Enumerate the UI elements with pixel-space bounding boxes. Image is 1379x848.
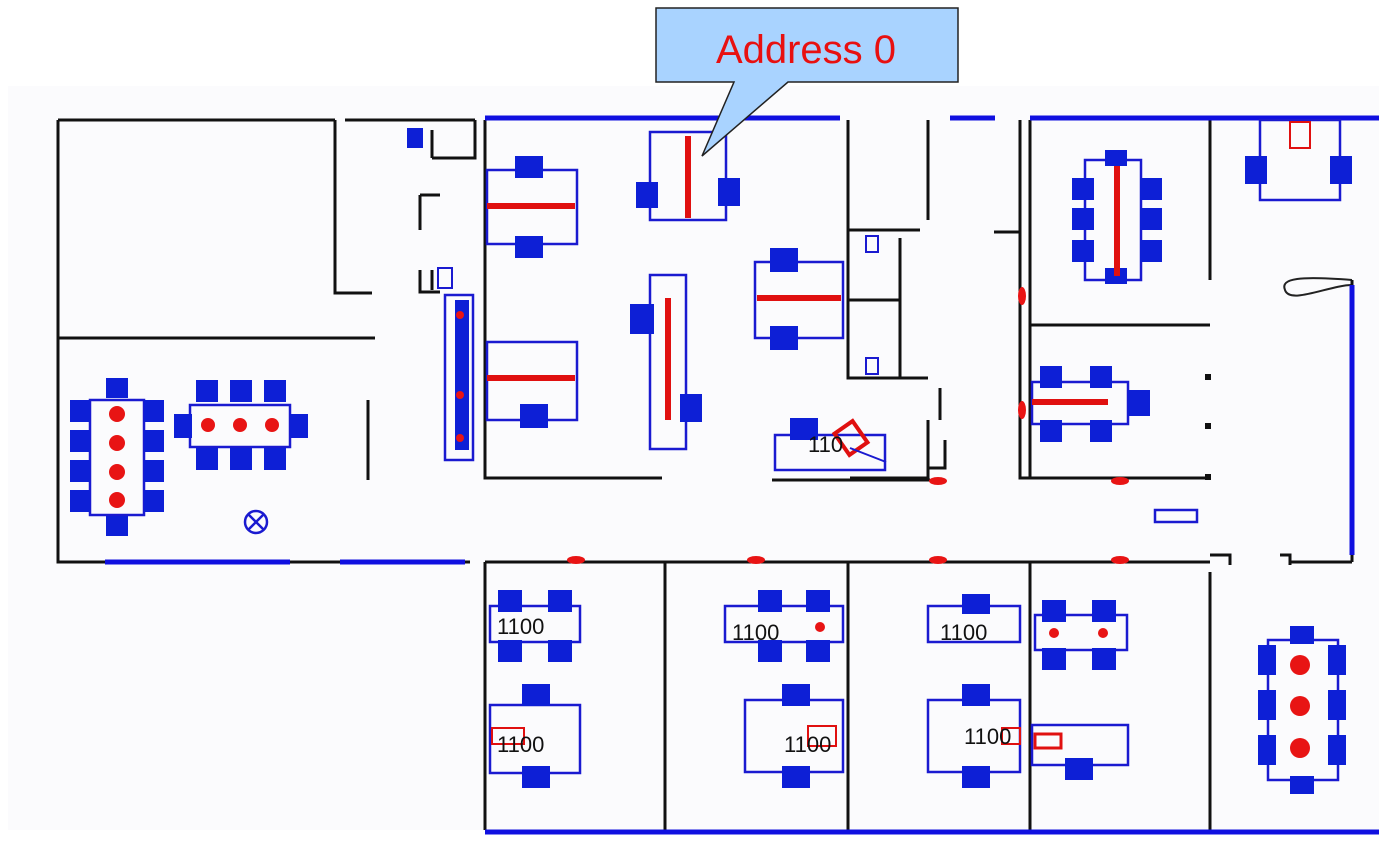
exterior-walls (105, 115, 1379, 835)
label-1100-e: 1100 (784, 732, 831, 757)
circle-x-icon (243, 509, 269, 535)
label-1100-a: 1100 (497, 614, 544, 639)
callout-text: Address 0 (716, 28, 896, 72)
door-symbols (437, 235, 887, 463)
label-1100-b: 1100 (732, 620, 779, 645)
chairs (70, 128, 1352, 794)
label-1100-d: 1100 (497, 732, 544, 757)
label-110: 110 (808, 432, 843, 457)
address-callout: Address 0 (655, 7, 959, 157)
label-1100-f: 1100 (964, 724, 1011, 749)
highlight-marks (109, 121, 1311, 758)
room-labels: 110 1100 1100 1100 1100 1100 1100 (497, 432, 1011, 757)
label-1100-c: 1100 (940, 620, 987, 645)
